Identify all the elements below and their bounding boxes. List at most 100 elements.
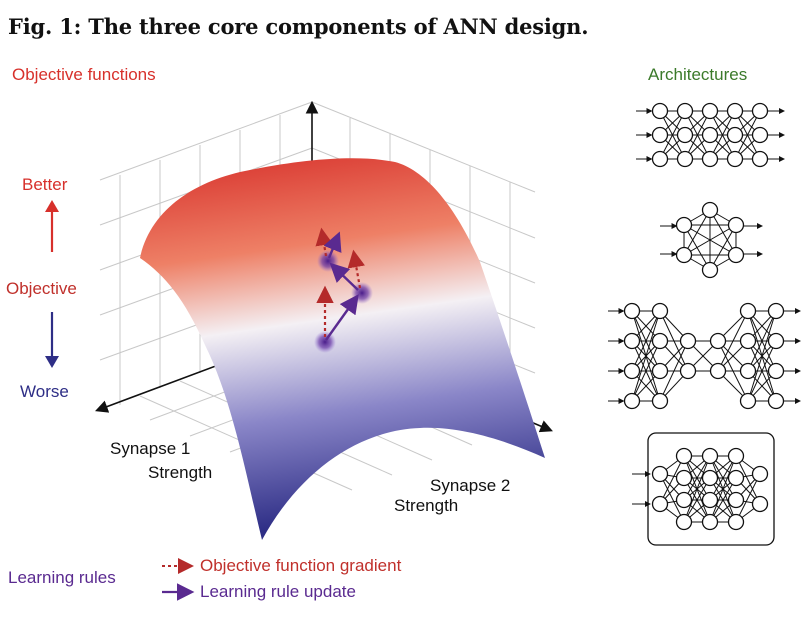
objective-functions-heading: Objective functions <box>12 65 156 84</box>
network-node <box>651 495 669 513</box>
better-label: Better <box>22 175 68 194</box>
network-node <box>726 126 744 144</box>
update-arrow <box>329 262 359 291</box>
network-node <box>727 447 745 465</box>
network-edge <box>709 455 737 501</box>
network-edge <box>735 473 761 523</box>
network-node <box>651 102 669 120</box>
better-arrow-head <box>45 200 59 212</box>
network-edge <box>659 473 685 523</box>
network-node <box>701 102 719 120</box>
network-node <box>675 513 693 531</box>
network-node <box>739 392 757 410</box>
figure-title: Fig. 1: The three core components of ANN… <box>8 14 589 39</box>
network-node <box>701 126 719 144</box>
network-edge <box>683 224 711 271</box>
network-edge <box>683 224 737 256</box>
network-node <box>726 150 744 168</box>
network-node <box>701 513 719 531</box>
network-node <box>651 392 669 410</box>
network-node <box>751 465 769 483</box>
network-node <box>739 302 757 320</box>
network-edge <box>709 455 737 523</box>
synapse1-label: Synapse 1 <box>110 439 191 458</box>
network-node <box>623 362 641 380</box>
objective-surface <box>140 158 545 541</box>
network-node <box>623 332 641 350</box>
network-edge <box>631 310 661 372</box>
network-node <box>651 126 669 144</box>
worse-arrow-head <box>45 356 59 368</box>
network-node <box>651 332 669 350</box>
network-node <box>675 447 693 465</box>
recurrent-loop <box>647 432 775 546</box>
network-edge <box>747 310 777 402</box>
network-edge <box>659 110 686 160</box>
architecture-networks <box>608 102 801 546</box>
network-edge <box>709 477 737 523</box>
network-node <box>727 513 745 531</box>
network-edge <box>747 340 777 402</box>
network-node <box>751 150 769 168</box>
network-node <box>676 126 694 144</box>
network-node <box>679 332 697 350</box>
update-arrow <box>325 294 359 341</box>
network-edge <box>631 340 661 402</box>
network-node <box>676 150 694 168</box>
network-node <box>675 216 693 234</box>
network-node <box>767 302 785 320</box>
network-edge <box>683 455 711 523</box>
network-node <box>623 302 641 320</box>
network-node <box>767 392 785 410</box>
network-node <box>726 102 744 120</box>
network-edge <box>659 340 689 402</box>
synapse2-label-2: Strength <box>394 496 459 515</box>
network-node <box>701 201 719 219</box>
network-edge <box>684 110 711 160</box>
network-node <box>651 362 669 380</box>
synapse2-label: Synapse 2 <box>430 476 511 495</box>
network-node <box>679 362 697 380</box>
update-legend-label: Learning rule update <box>200 582 356 601</box>
network-node <box>701 491 719 509</box>
network-node <box>751 102 769 120</box>
network-node <box>701 447 719 465</box>
objective-axis-label: Objective <box>6 279 77 298</box>
learning-rules-heading: Learning rules <box>8 568 116 587</box>
network-edge <box>734 110 761 160</box>
network-edge <box>683 455 711 501</box>
network-node <box>701 150 719 168</box>
network-node <box>675 246 693 264</box>
network-node <box>701 469 719 487</box>
network-node <box>651 150 669 168</box>
network-node <box>675 469 693 487</box>
network-node <box>727 216 745 234</box>
network-node <box>651 302 669 320</box>
trajectory-point <box>314 331 336 353</box>
network-node <box>727 469 745 487</box>
network-node <box>767 362 785 380</box>
network-node <box>651 465 669 483</box>
worse-label: Worse <box>20 382 69 401</box>
network-edge <box>717 310 749 372</box>
trajectory <box>314 227 373 353</box>
network-node <box>709 332 727 350</box>
architectures-heading: Architectures <box>648 65 748 84</box>
network-edge <box>659 455 685 505</box>
network-node <box>701 261 719 279</box>
network-node <box>623 392 641 410</box>
update-arrow <box>323 231 342 259</box>
network-node <box>709 362 727 380</box>
synapse1-label-2: Strength <box>148 463 213 482</box>
network-edge <box>747 310 777 372</box>
network-node <box>739 332 757 350</box>
network-node <box>727 491 745 509</box>
network-edge <box>709 110 736 160</box>
network-edge <box>631 310 661 402</box>
network-node <box>767 332 785 350</box>
network-node <box>676 102 694 120</box>
network-node <box>751 495 769 513</box>
gradient-legend-label: Objective function gradient <box>200 556 402 575</box>
network-node <box>739 362 757 380</box>
